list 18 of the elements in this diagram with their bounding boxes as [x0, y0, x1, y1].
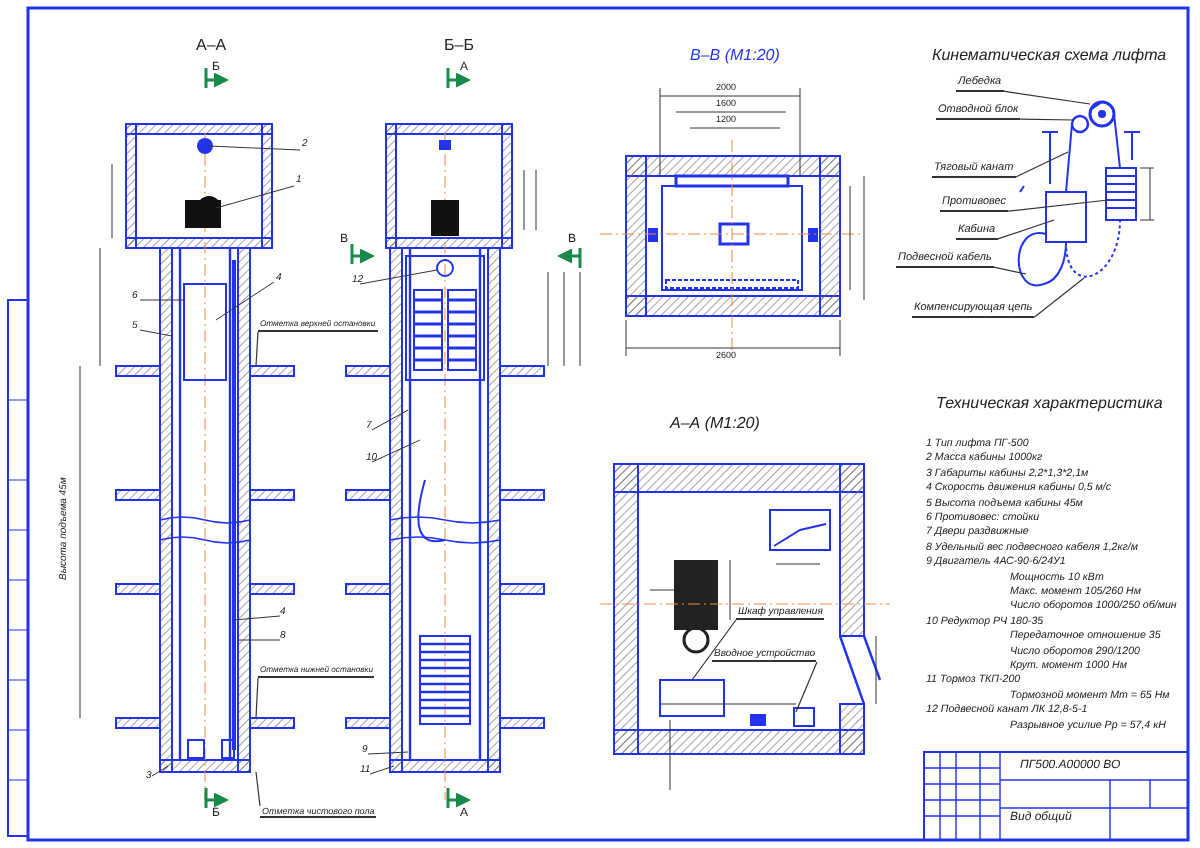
leader-line: [691, 619, 737, 681]
view-title: В–В (М1:20): [690, 48, 780, 64]
leader-line: [993, 266, 1027, 275]
leader-line: [996, 219, 1055, 240]
leader-line: [1019, 118, 1075, 121]
leader-line: [1014, 151, 1069, 178]
leader-line: [1033, 277, 1085, 318]
leader-line: [255, 677, 259, 719]
view-title: Б–Б: [444, 38, 474, 54]
view-title: Техническая характеристика: [936, 396, 1163, 412]
view-title: Кинематическая схема лифта: [932, 48, 1167, 64]
leader-line: [1002, 90, 1091, 105]
leader-line: [255, 771, 261, 807]
leader-line: [255, 331, 259, 367]
leader-line: [1007, 199, 1109, 212]
view-title: А–А: [196, 38, 227, 54]
view-title: А–А (М1:20): [670, 416, 760, 432]
leader-line: [795, 661, 818, 713]
